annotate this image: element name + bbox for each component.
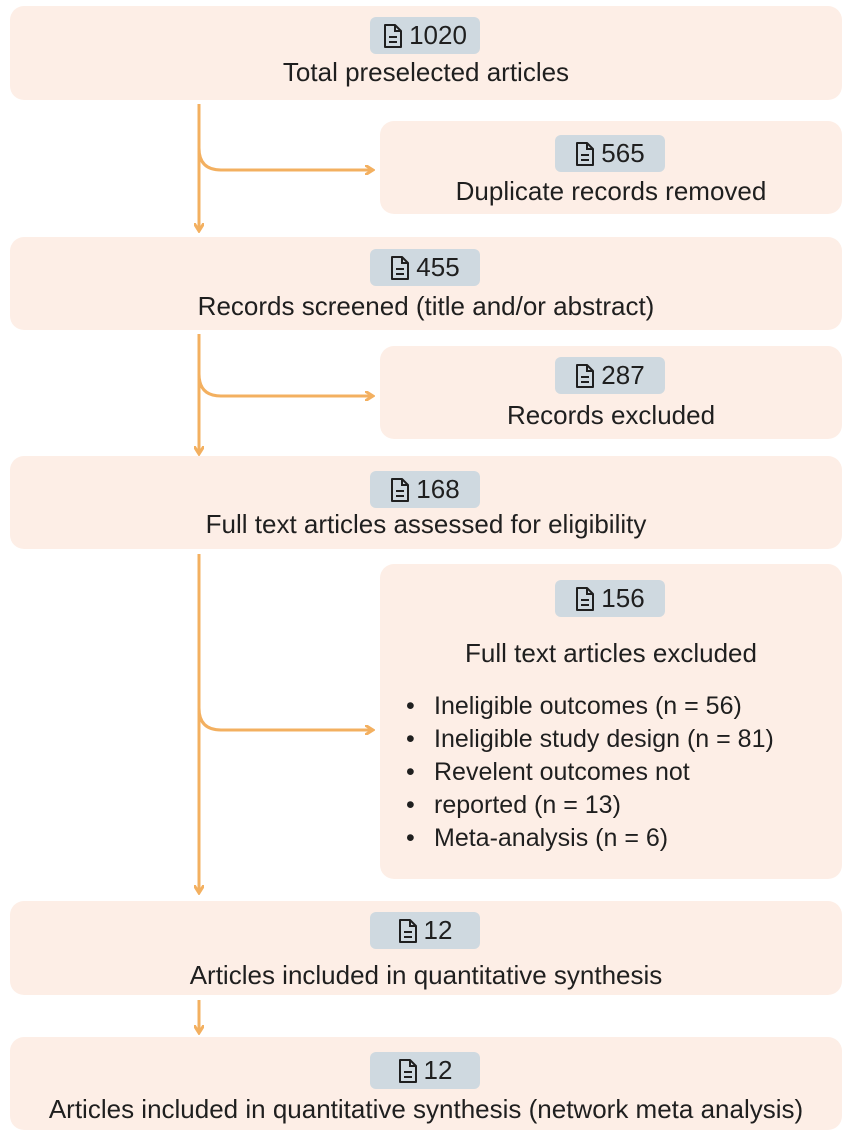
count-badge: 565 bbox=[555, 135, 665, 172]
count-badge: 156 bbox=[555, 580, 665, 617]
document-icon bbox=[390, 255, 410, 280]
step-box-records-excluded: 287 Records excluded bbox=[380, 346, 842, 439]
step-box-records-screened: 455 Records screened (title and/or abstr… bbox=[10, 237, 842, 330]
step-box-quantitative-synthesis: 12 Articles included in quantitative syn… bbox=[10, 901, 842, 995]
step-label: Records screened (title and/or abstract) bbox=[197, 291, 655, 321]
arrow-1-to-2 bbox=[197, 147, 372, 170]
step-box-full-text-excluded: 156 Full text articles excluded •Ineligi… bbox=[380, 564, 842, 879]
count-badge: 455 bbox=[370, 249, 480, 286]
count-badge: 12 bbox=[370, 1052, 480, 1089]
count-value: 287 bbox=[601, 360, 645, 390]
document-icon bbox=[383, 23, 403, 48]
document-icon bbox=[575, 586, 595, 611]
step-label: Articles included in quantitative synthe… bbox=[189, 960, 663, 990]
count-value: 168 bbox=[416, 474, 460, 504]
step-label: Records excluded bbox=[506, 400, 716, 430]
list-item: •Revelent outcomes not bbox=[406, 758, 690, 786]
step-box-duplicates-removed: 565 Duplicate records removed bbox=[380, 121, 842, 214]
document-icon bbox=[398, 918, 418, 943]
count-value: 565 bbox=[601, 138, 645, 168]
count-value: 12 bbox=[423, 915, 453, 945]
step-box-full-text-assessed: 168 Full text articles assessed for elig… bbox=[10, 456, 842, 549]
count-value: 1020 bbox=[409, 20, 467, 50]
document-icon bbox=[575, 363, 595, 388]
document-icon bbox=[575, 141, 595, 166]
step-box-network-meta-analysis: 12 Articles included in quantitative syn… bbox=[10, 1037, 842, 1130]
arrow-3-to-4 bbox=[197, 373, 372, 396]
step-box-total-preselected: 1020 Total preselected articles bbox=[10, 6, 842, 100]
count-badge: 12 bbox=[370, 912, 480, 949]
list-item: •Meta-analysis (n = 6) bbox=[406, 824, 669, 852]
count-badge: 168 bbox=[370, 471, 480, 508]
step-label: Full text articles excluded bbox=[465, 638, 757, 668]
exclusion-reasons-list: •Ineligible outcomes (n = 56) •Ineligibl… bbox=[406, 690, 774, 855]
count-value: 12 bbox=[423, 1055, 453, 1085]
step-label: Full text articles assessed for eligibil… bbox=[205, 509, 647, 539]
list-item: •Ineligible study design (n = 81) bbox=[406, 725, 774, 753]
arrow-5-to-6 bbox=[197, 707, 372, 730]
list-item: •reported (n = 13) bbox=[406, 791, 621, 819]
document-icon bbox=[390, 477, 410, 502]
step-label: Total preselected articles bbox=[282, 57, 570, 87]
count-badge: 287 bbox=[555, 357, 665, 394]
document-icon bbox=[398, 1058, 418, 1083]
step-label: Articles included in quantitative synthe… bbox=[48, 1094, 804, 1124]
step-label: Duplicate records removed bbox=[455, 176, 767, 206]
count-value: 455 bbox=[416, 252, 460, 282]
count-value: 156 bbox=[601, 583, 645, 613]
count-badge: 1020 bbox=[370, 17, 480, 54]
list-item: •Ineligible outcomes (n = 56) bbox=[406, 692, 742, 720]
